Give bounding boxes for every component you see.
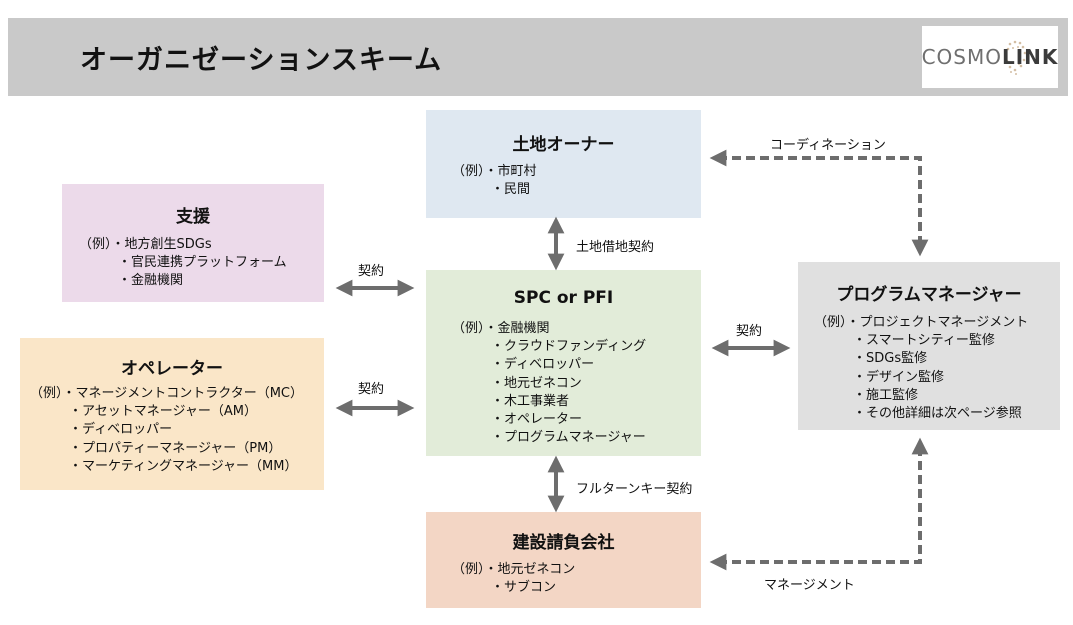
operator-box: オペレーター （例）・マネージメントコントラクター（MC） ・アセットマネージャ… — [20, 338, 324, 490]
support-contract-label: 契約 — [358, 264, 385, 279]
contractor-box: 建設請負会社 （例）・地元ゼネコン ・サブコン — [426, 512, 701, 608]
logo-text: COSMOLINK — [922, 45, 1059, 69]
logo-dots-graphic — [1004, 40, 1027, 75]
operator-contract-label: 契約 — [358, 382, 385, 397]
support-box: 支援 （例）・地方創生SDGs ・官民連携プラットフォーム ・金融機関 — [62, 184, 324, 302]
spc-title: SPC or PFI — [513, 288, 614, 308]
program-manager-title: プログラムマネージャー — [836, 285, 1022, 305]
program-manager-examples: （例）・プロジェクトマネージメント ・スマートシティー監修 ・SDGs監修 ・デ… — [814, 315, 1029, 422]
logo-text-link: LINK — [1002, 45, 1059, 69]
land-owner-title: 土地オーナー — [512, 135, 615, 155]
land-lease-contract-label: 土地借地契約 — [576, 240, 655, 255]
turnkey-contract-label: フルターンキー契約 — [576, 482, 693, 497]
operator-examples: （例）・マネージメントコントラクター（MC） ・アセットマネージャー（AM） ・… — [30, 386, 304, 474]
spc-box: SPC or PFI （例）・金融機関 ・クラウドファンディング ・ディベロッパ… — [426, 270, 701, 456]
coordination-dashed-arrow — [709, 149, 929, 257]
land-owner-examples: （例）・市町村 ・民間 — [452, 164, 537, 198]
logo-text-cosmo: COSMO — [921, 45, 1002, 69]
operator-title: オペレーター — [121, 359, 223, 379]
pm-contract-label: 契約 — [736, 324, 763, 339]
management-label: マネージメント — [764, 578, 855, 593]
program-manager-box: プログラムマネージャー （例）・プロジェクトマネージメント ・スマートシティー監… — [798, 262, 1060, 430]
cosmolink-logo: COSMOLINK — [922, 26, 1058, 88]
support-examples: （例）・地方創生SDGs ・官民連携プラットフォーム ・金融機関 — [79, 237, 287, 289]
contractor-examples: （例）・地元ゼネコン ・サブコン — [452, 562, 576, 596]
land-owner-box: 土地オーナー （例）・市町村 ・民間 — [426, 110, 701, 218]
spc-examples: （例）・金融機関 ・クラウドファンディング ・ディベロッパー ・地元ゼネコン ・… — [452, 321, 647, 446]
header-bar: オーガニゼーションスキーム COSMOLINK — [8, 18, 1068, 96]
management-dashed-arrow — [709, 437, 929, 571]
coordination-label: コーディネーション — [770, 138, 886, 153]
support-title: 支援 — [176, 207, 210, 227]
contractor-title: 建設請負会社 — [512, 533, 615, 553]
page-title: オーガニゼーションスキーム — [80, 45, 443, 76]
